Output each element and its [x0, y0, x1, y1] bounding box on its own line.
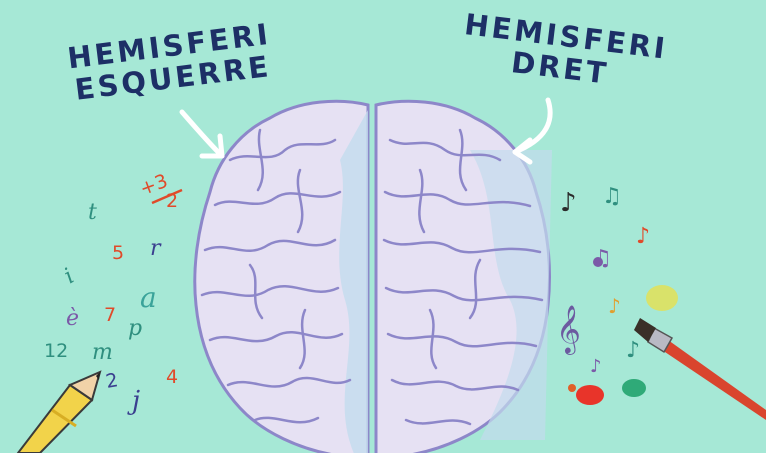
music-note-small-icon: ♪: [590, 356, 602, 377]
paint-dot-purple: [593, 257, 603, 267]
letter-m: m: [92, 340, 113, 365]
number-2-denominator: 2: [166, 190, 179, 212]
brain-icon: [193, 99, 370, 453]
left-hemisphere: [193, 99, 370, 453]
number-7: 7: [104, 304, 117, 326]
letter-t: t: [88, 200, 97, 225]
pencil-icon: [16, 370, 102, 453]
paint-dot-orange: [568, 384, 576, 392]
paint-blob-yellow: [646, 285, 678, 311]
letter-a: a: [140, 281, 157, 314]
fraction-bar: [151, 188, 183, 205]
letter-p: p: [128, 316, 143, 341]
treble-clef-icon: 𝄞: [556, 304, 581, 353]
paint-blob-red: [576, 385, 604, 405]
music-note-green-icon: ♪: [626, 338, 641, 363]
paintbrush-icon: [634, 318, 766, 420]
music-note-red-icon: ♪: [636, 224, 651, 249]
music-note-icon: ♪: [560, 188, 577, 218]
number-4: 4: [166, 366, 179, 388]
letter-j: j: [132, 386, 141, 416]
arrow-right-icon: [512, 97, 553, 165]
right-hemisphere-shadow: [470, 150, 552, 440]
right-hemisphere: [374, 99, 552, 453]
music-note-yellow-icon: ♪: [608, 294, 621, 318]
letter-e-grave: è: [66, 306, 80, 331]
music-notes-icon: ♫: [602, 184, 622, 209]
letter-r: r: [150, 236, 161, 261]
music-notes-purple-icon: ♫: [592, 246, 612, 271]
paint-blobs: [151, 188, 678, 405]
number-12: 12: [44, 340, 69, 362]
paint-blob-green: [622, 379, 646, 397]
arrow-icon: [179, 109, 225, 159]
left-hemisphere-shadow: [339, 110, 368, 453]
number-5: 5: [112, 242, 125, 264]
